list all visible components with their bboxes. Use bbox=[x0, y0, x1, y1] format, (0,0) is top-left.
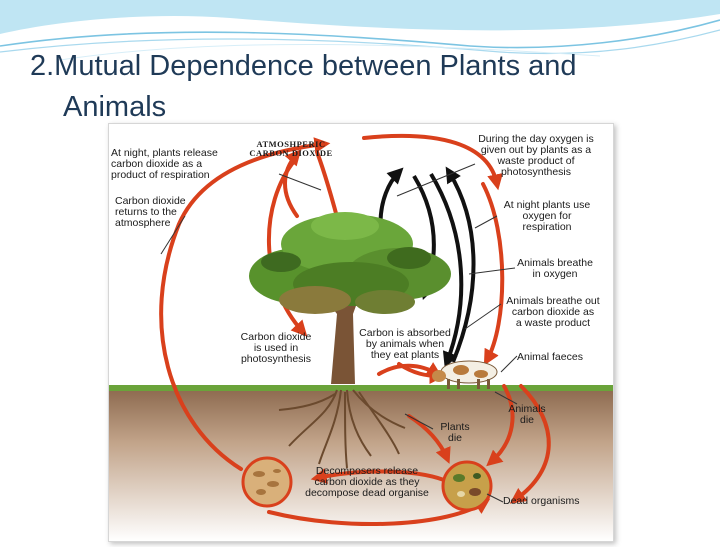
label-dead-organisms: Dead organisms bbox=[503, 495, 580, 507]
slide-title-line-1: 2.Mutual Dependence between Plants and bbox=[30, 50, 577, 82]
oxygen-arrow-animals-in bbox=[429, 172, 464, 368]
arrow-faeces bbox=[377, 362, 443, 378]
label-animals-breathe-in: Animals breathe in oxygen bbox=[517, 257, 593, 280]
label-co2-returns: Carbon dioxide returns to the atmosphere bbox=[115, 195, 186, 229]
label-animal-faeces: Animal faeces bbox=[517, 351, 583, 363]
label-carbon-absorbed: Carbon is absorbed by animals when they … bbox=[359, 327, 451, 361]
arrow-animal-to-soil bbox=[486, 384, 515, 467]
label-leader-lines bbox=[160, 163, 518, 503]
arrow-outer-left bbox=[159, 137, 331, 471]
arrow-right-lower bbox=[509, 384, 551, 504]
slide-title-line-2: Animals bbox=[63, 91, 167, 123]
slide-title: 2.Mutual Dependence between Plants and A… bbox=[30, 46, 690, 128]
arrow-outer-right bbox=[481, 182, 505, 366]
dead-organisms-circle bbox=[441, 460, 493, 512]
label-animals-breathe-out: Animals breathe out carbon dioxide as a … bbox=[506, 295, 600, 329]
label-atmospheric-carbon-dioxide: ATMOSHPERIC CARBON DIOXIDE bbox=[249, 139, 333, 158]
label-day-oxygen: During the day oxygen is given out by pl… bbox=[478, 133, 594, 178]
carbon-oxygen-cycle-diagram: ATMOSHPERIC CARBON DIOXIDE At night, pla… bbox=[108, 123, 614, 542]
arrow-to-photosynthesis bbox=[266, 158, 308, 337]
label-night-oxygen: At night plants use oxygen for respirati… bbox=[503, 199, 591, 233]
arrow-roots-to-dead bbox=[407, 414, 451, 464]
decomposers-circle bbox=[241, 456, 293, 508]
arrow-dead-to-decomposers bbox=[310, 468, 446, 484]
tree-roots bbox=[278, 389, 406, 469]
oxygen-exchange-arrows bbox=[378, 166, 476, 368]
diagram-artwork bbox=[109, 133, 613, 541]
label-decomposers: Decomposers release carbon dioxide as th… bbox=[305, 465, 429, 499]
tree-trunk bbox=[323, 284, 361, 384]
label-plants-die: Plants die bbox=[440, 421, 470, 444]
oxygen-arrow-animals-out bbox=[445, 166, 476, 363]
arrow-day-oxygen bbox=[362, 133, 503, 191]
grass-line bbox=[109, 385, 613, 391]
arrow-night-release bbox=[283, 149, 302, 218]
label-night-release: At night, plants release carbon dioxide … bbox=[111, 147, 218, 181]
cow bbox=[432, 360, 498, 389]
carbon-cycle-arrows bbox=[159, 133, 551, 526]
tree bbox=[249, 212, 451, 469]
soil bbox=[109, 390, 613, 541]
label-animals-die: Animals die bbox=[508, 403, 546, 426]
header-swoosh bbox=[0, 0, 720, 60]
label-co2-photosynthesis: Carbon dioxide is used in photosynthesis bbox=[240, 331, 312, 365]
tree-canopy bbox=[249, 212, 451, 314]
